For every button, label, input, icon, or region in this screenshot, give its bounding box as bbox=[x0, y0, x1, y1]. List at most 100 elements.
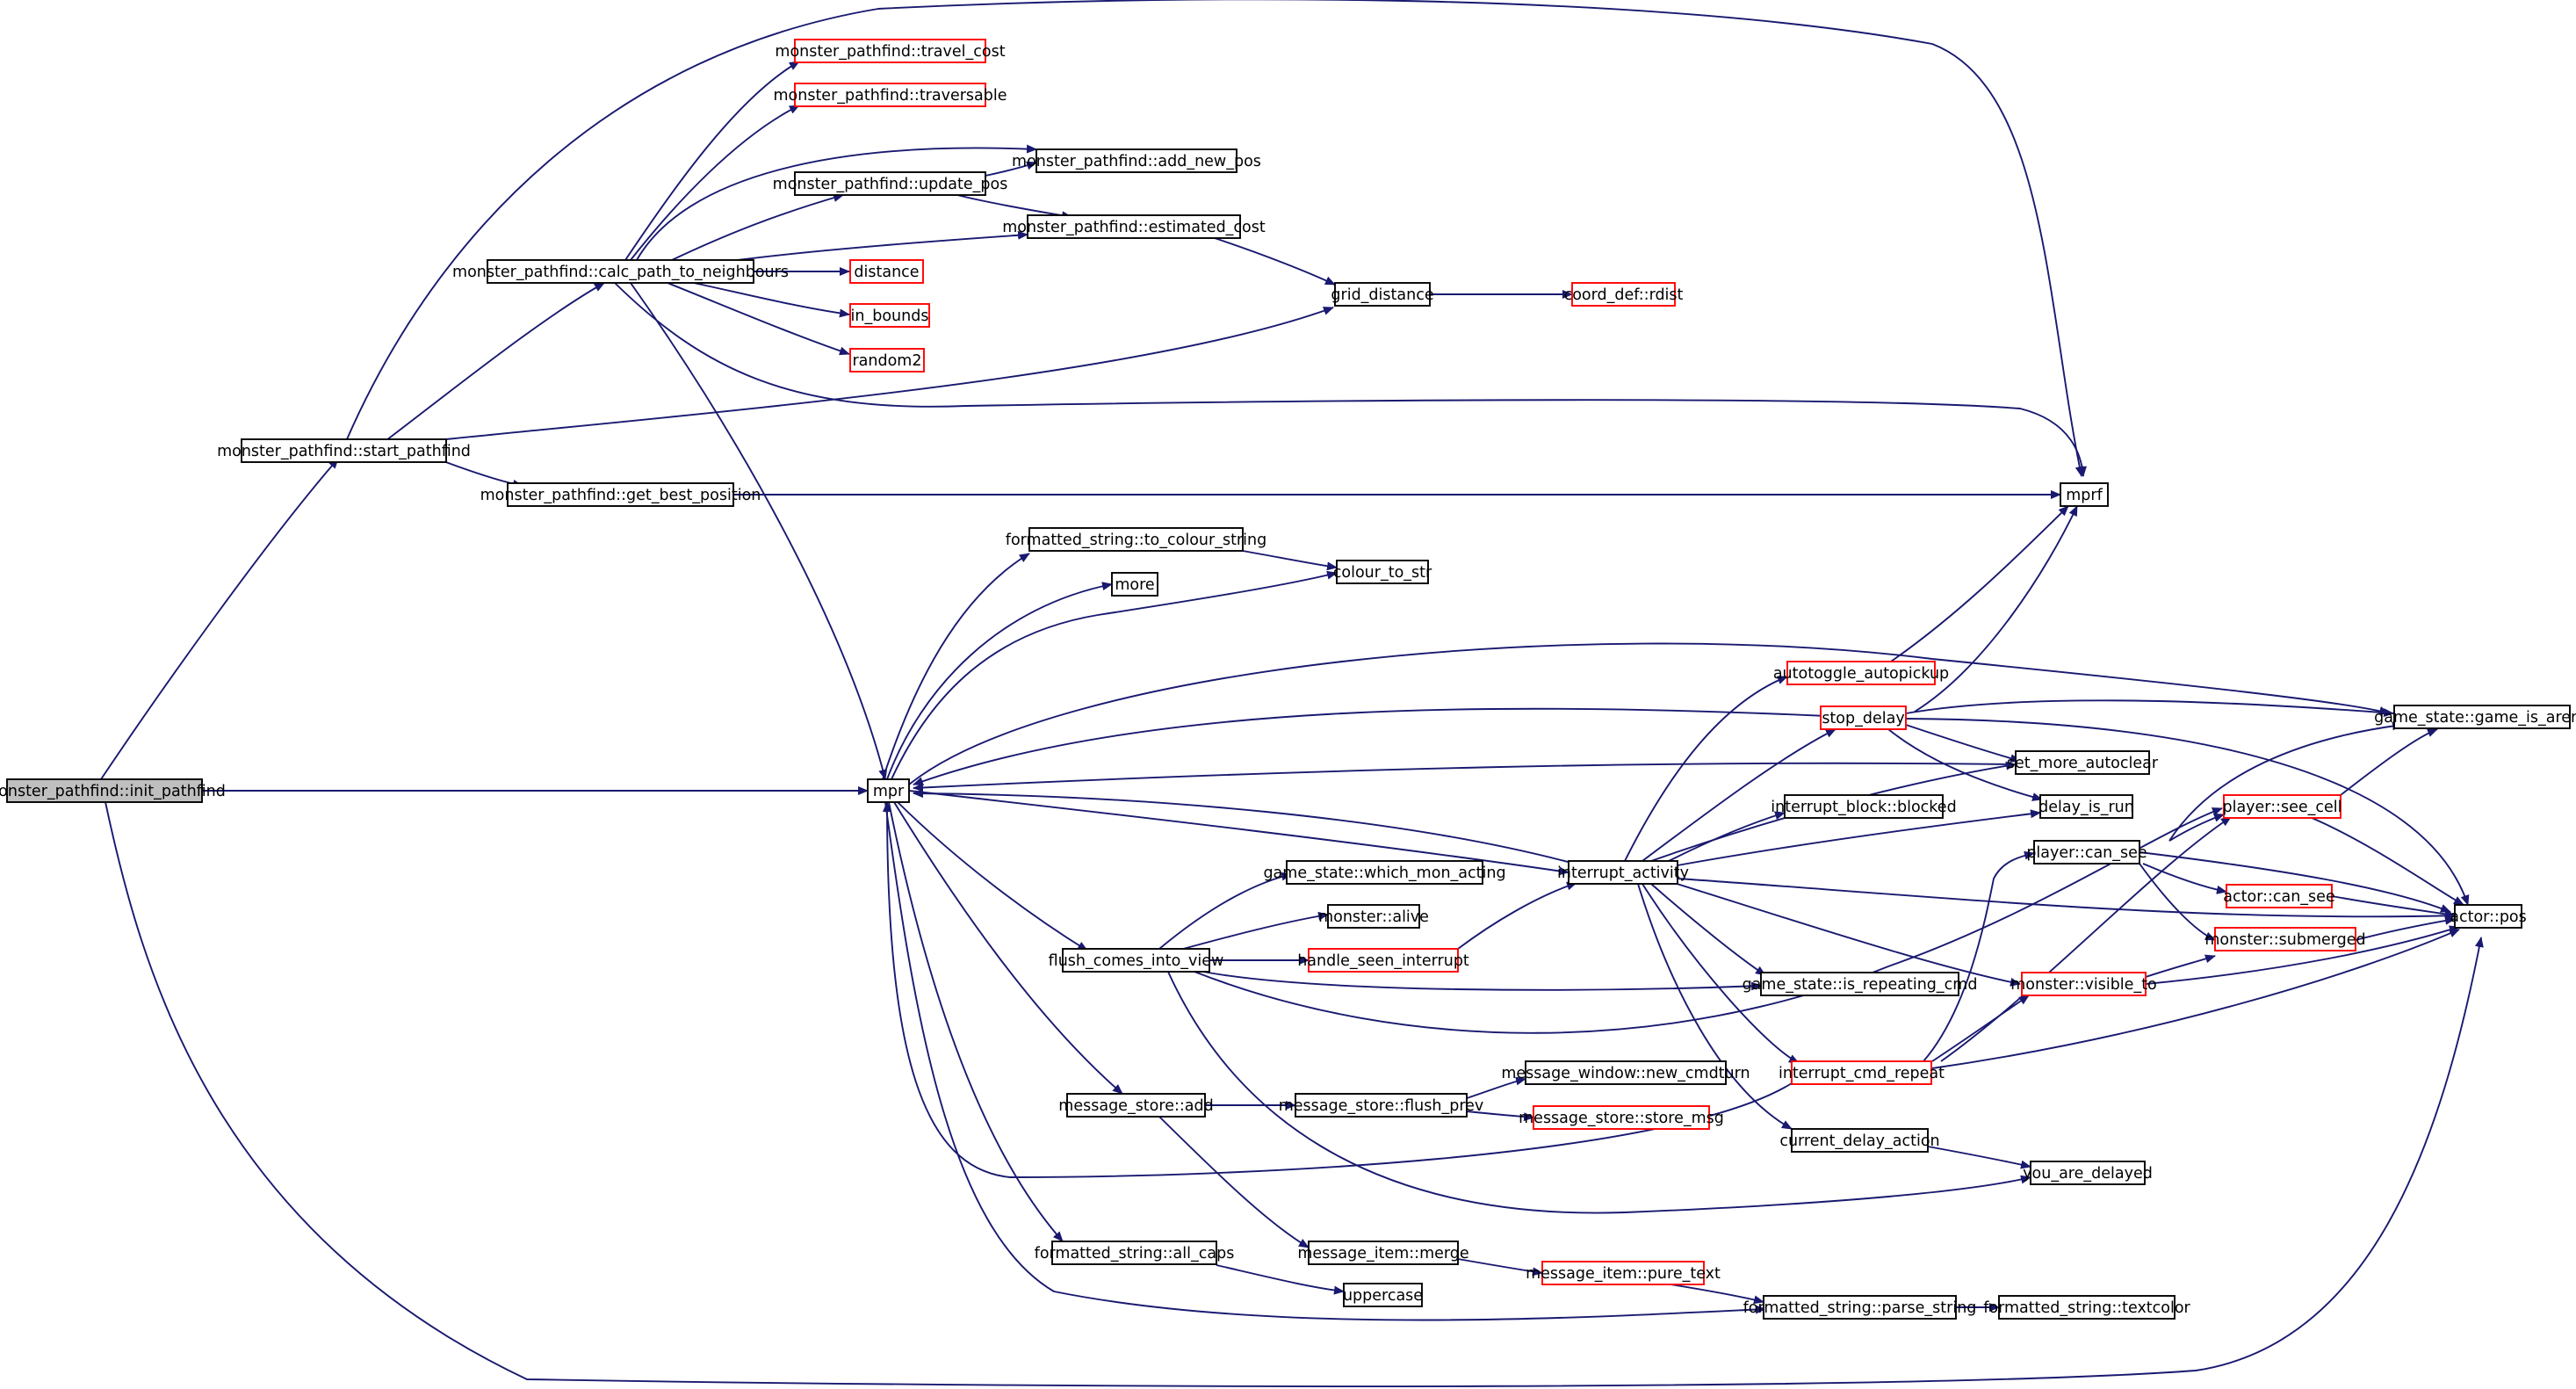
edge-interrupt-to-blocked bbox=[1668, 811, 1786, 862]
node-start-pathfind[interactable]: monster_pathfind::start_pathfind bbox=[217, 438, 471, 463]
node-box bbox=[2039, 794, 2133, 819]
node-label: player::can_see bbox=[2026, 844, 2147, 862]
node-box bbox=[1327, 904, 1420, 929]
edge-interrupt-to-repeating-cmd bbox=[1650, 883, 1766, 976]
node-box bbox=[1051, 1241, 1217, 1265]
node-flush-comes[interactable]: flush_comes_into_view bbox=[1049, 948, 1224, 973]
node-traversable[interactable]: monster_pathfind::traversable bbox=[773, 83, 1007, 107]
node-pure-text[interactable]: message_item::pure_text bbox=[1526, 1261, 1721, 1285]
node-label: coord_def::rdist bbox=[1564, 286, 1684, 304]
edge-message-add-to-merge bbox=[1158, 1116, 1310, 1248]
node-set-more-autoclear[interactable]: set_more_autoclear bbox=[2007, 750, 2159, 775]
edge-mpr-to-game-is-arena bbox=[908, 642, 2390, 785]
node-label: set_more_autoclear bbox=[2007, 755, 2159, 772]
edge-update-to-estimated bbox=[956, 194, 1072, 221]
node-is-repeating-cmd[interactable]: game_state::is_repeating_cmd bbox=[1743, 972, 1978, 996]
node-delay-is-run[interactable]: delay_is_run bbox=[2038, 794, 2134, 819]
node-monster-alive[interactable]: monster::alive bbox=[1318, 904, 1429, 929]
node-player-can-see[interactable]: player::can_see bbox=[2026, 840, 2147, 865]
edge-stop-delay-to-arena bbox=[1905, 699, 2394, 718]
node-box bbox=[1763, 1295, 1957, 1320]
edge-see-cell-to-actor-pos bbox=[2309, 816, 2464, 906]
edge-can-see-to-actor-can-see bbox=[2142, 863, 2227, 894]
node-autotoggle[interactable]: autotoggle_autopickup bbox=[1773, 661, 1949, 685]
node-box bbox=[1336, 560, 1429, 584]
node-box bbox=[2223, 794, 2341, 819]
node-label: monster_pathfind::get_best_position bbox=[480, 487, 761, 504]
node-label: actor::pos bbox=[2450, 908, 2527, 926]
node-you-are-delayed[interactable]: you_are_delayed bbox=[2023, 1161, 2153, 1185]
node-distance[interactable]: distance bbox=[849, 259, 924, 284]
node-merge[interactable]: message_item::merge bbox=[1297, 1241, 1469, 1265]
node-interrupt-cmd-repeat[interactable]: interrupt_cmd_repeat bbox=[1779, 1060, 1945, 1085]
node-rdist[interactable]: coord_def::rdist bbox=[1564, 282, 1684, 307]
node-mpr[interactable]: mpr bbox=[867, 778, 910, 803]
edge-start-to-calc bbox=[386, 282, 605, 441]
node-which-mon-acting[interactable]: game_state::which_mon_acting bbox=[1263, 860, 1506, 885]
node-random2[interactable]: random2 bbox=[849, 348, 925, 373]
node-travel-cost[interactable]: monster_pathfind::travel_cost bbox=[775, 39, 1006, 63]
node-label: grid_distance bbox=[1331, 286, 1433, 304]
edge-mpr-to-colour-string bbox=[882, 553, 1030, 780]
node-textcolor[interactable]: formatted_string::textcolor bbox=[1983, 1295, 2191, 1320]
edge-calc-to-estimated bbox=[737, 230, 1028, 261]
node-uppercase[interactable]: uppercase bbox=[1343, 1283, 1423, 1307]
node-flush-prev[interactable]: message_store::flush_prev bbox=[1279, 1093, 1484, 1118]
node-actor-can-see[interactable]: actor::can_see bbox=[2223, 884, 2335, 908]
node-interrupt-block[interactable]: interrupt_block::blocked bbox=[1771, 794, 1957, 819]
node-box bbox=[1541, 1261, 1705, 1285]
node-interrupt-activity[interactable]: interrupt_activity bbox=[1557, 860, 1689, 885]
node-add-new-pos[interactable]: monster_pathfind::add_new_pos bbox=[1012, 148, 1261, 173]
node-colour-to-str[interactable]: colour_to_str bbox=[1333, 560, 1432, 584]
node-init-pathfind[interactable]: monster_pathfind::init_pathfind bbox=[0, 778, 226, 803]
node-game-is-arena[interactable]: game_state::game_is_arena bbox=[2374, 705, 2576, 729]
node-player-see-cell[interactable]: player::see_cell bbox=[2222, 794, 2342, 819]
node-message-store-add[interactable]: message_store::add bbox=[1058, 1093, 1214, 1118]
edge-can-see-to-submerged bbox=[2139, 863, 2216, 941]
node-label: handle_seen_interrupt bbox=[1297, 952, 1469, 970]
edge-flush-to-alive bbox=[1176, 911, 1329, 951]
node-store-msg[interactable]: message_store::store_msg bbox=[1519, 1105, 1724, 1130]
node-label: colour_to_str bbox=[1333, 564, 1432, 582]
node-label: random2 bbox=[852, 352, 921, 370]
node-label: message_store::store_msg bbox=[1519, 1110, 1724, 1127]
node-label: delay_is_run bbox=[2038, 799, 2134, 816]
node-mprf[interactable]: mprf bbox=[2060, 482, 2109, 507]
node-new-cmdturn[interactable]: message_window::new_cmdturn bbox=[1501, 1060, 1750, 1085]
edge-cmd-repeat-to-visible-to bbox=[1931, 995, 2030, 1062]
node-update-pos[interactable]: monster_pathfind::update_pos bbox=[773, 171, 1008, 196]
edge-interrupt-to-delay-is-run bbox=[1677, 809, 2041, 866]
node-parse-string[interactable]: formatted_string::parse_string bbox=[1743, 1295, 1977, 1320]
node-calc-path[interactable]: monster_pathfind::calc_path_to_neighbour… bbox=[452, 259, 789, 284]
node-box bbox=[2030, 1161, 2146, 1185]
node-monster-visible-to[interactable]: monster::visible_to bbox=[2010, 972, 2157, 996]
edge-calc-to-travel-cost bbox=[624, 61, 800, 261]
node-monster-submerged[interactable]: monster::submerged bbox=[2204, 927, 2366, 951]
node-estimated-cost[interactable]: monster_pathfind::estimated_cost bbox=[1002, 214, 1266, 239]
node-all-caps[interactable]: formatted_string::all_caps bbox=[1035, 1241, 1235, 1265]
node-to-colour-string[interactable]: formatted_string::to_colour_string bbox=[1006, 527, 1266, 552]
node-get-best[interactable]: monster_pathfind::get_best_position bbox=[480, 482, 761, 507]
node-grid-distance[interactable]: grid_distance bbox=[1331, 282, 1434, 307]
node-in-bounds[interactable]: in_bounds bbox=[849, 303, 930, 328]
node-label: game_state::game_is_arena bbox=[2374, 709, 2576, 727]
node-label: message_item::pure_text bbox=[1526, 1265, 1721, 1283]
node-box bbox=[849, 259, 924, 284]
node-actor-pos[interactable]: actor::pos bbox=[2450, 904, 2527, 929]
node-label: autotoggle_autopickup bbox=[1773, 665, 1949, 683]
node-handle-seen[interactable]: handle_seen_interrupt bbox=[1297, 948, 1469, 973]
edge-mpr-to-flush-comes bbox=[897, 801, 1088, 951]
node-stop-delay[interactable]: stop_delay bbox=[1820, 705, 1907, 730]
node-more[interactable]: more bbox=[1111, 572, 1158, 597]
edge-stop-delay-to-set-more bbox=[1905, 724, 2021, 763]
node-label: monster_pathfind::init_pathfind bbox=[0, 783, 226, 800]
node-label: player::see_cell bbox=[2222, 799, 2341, 816]
node-label: message_item::merge bbox=[1297, 1245, 1468, 1262]
node-label: monster::submerged bbox=[2204, 931, 2365, 949]
node-current-delay[interactable]: current_delay_action bbox=[1779, 1128, 1940, 1153]
node-box bbox=[1760, 972, 1959, 996]
node-label: monster_pathfind::start_pathfind bbox=[217, 443, 471, 460]
edge-current-delay-to-you-delayed bbox=[1927, 1146, 2031, 1169]
edge-stop-delay-to-mprf bbox=[1914, 505, 2078, 713]
